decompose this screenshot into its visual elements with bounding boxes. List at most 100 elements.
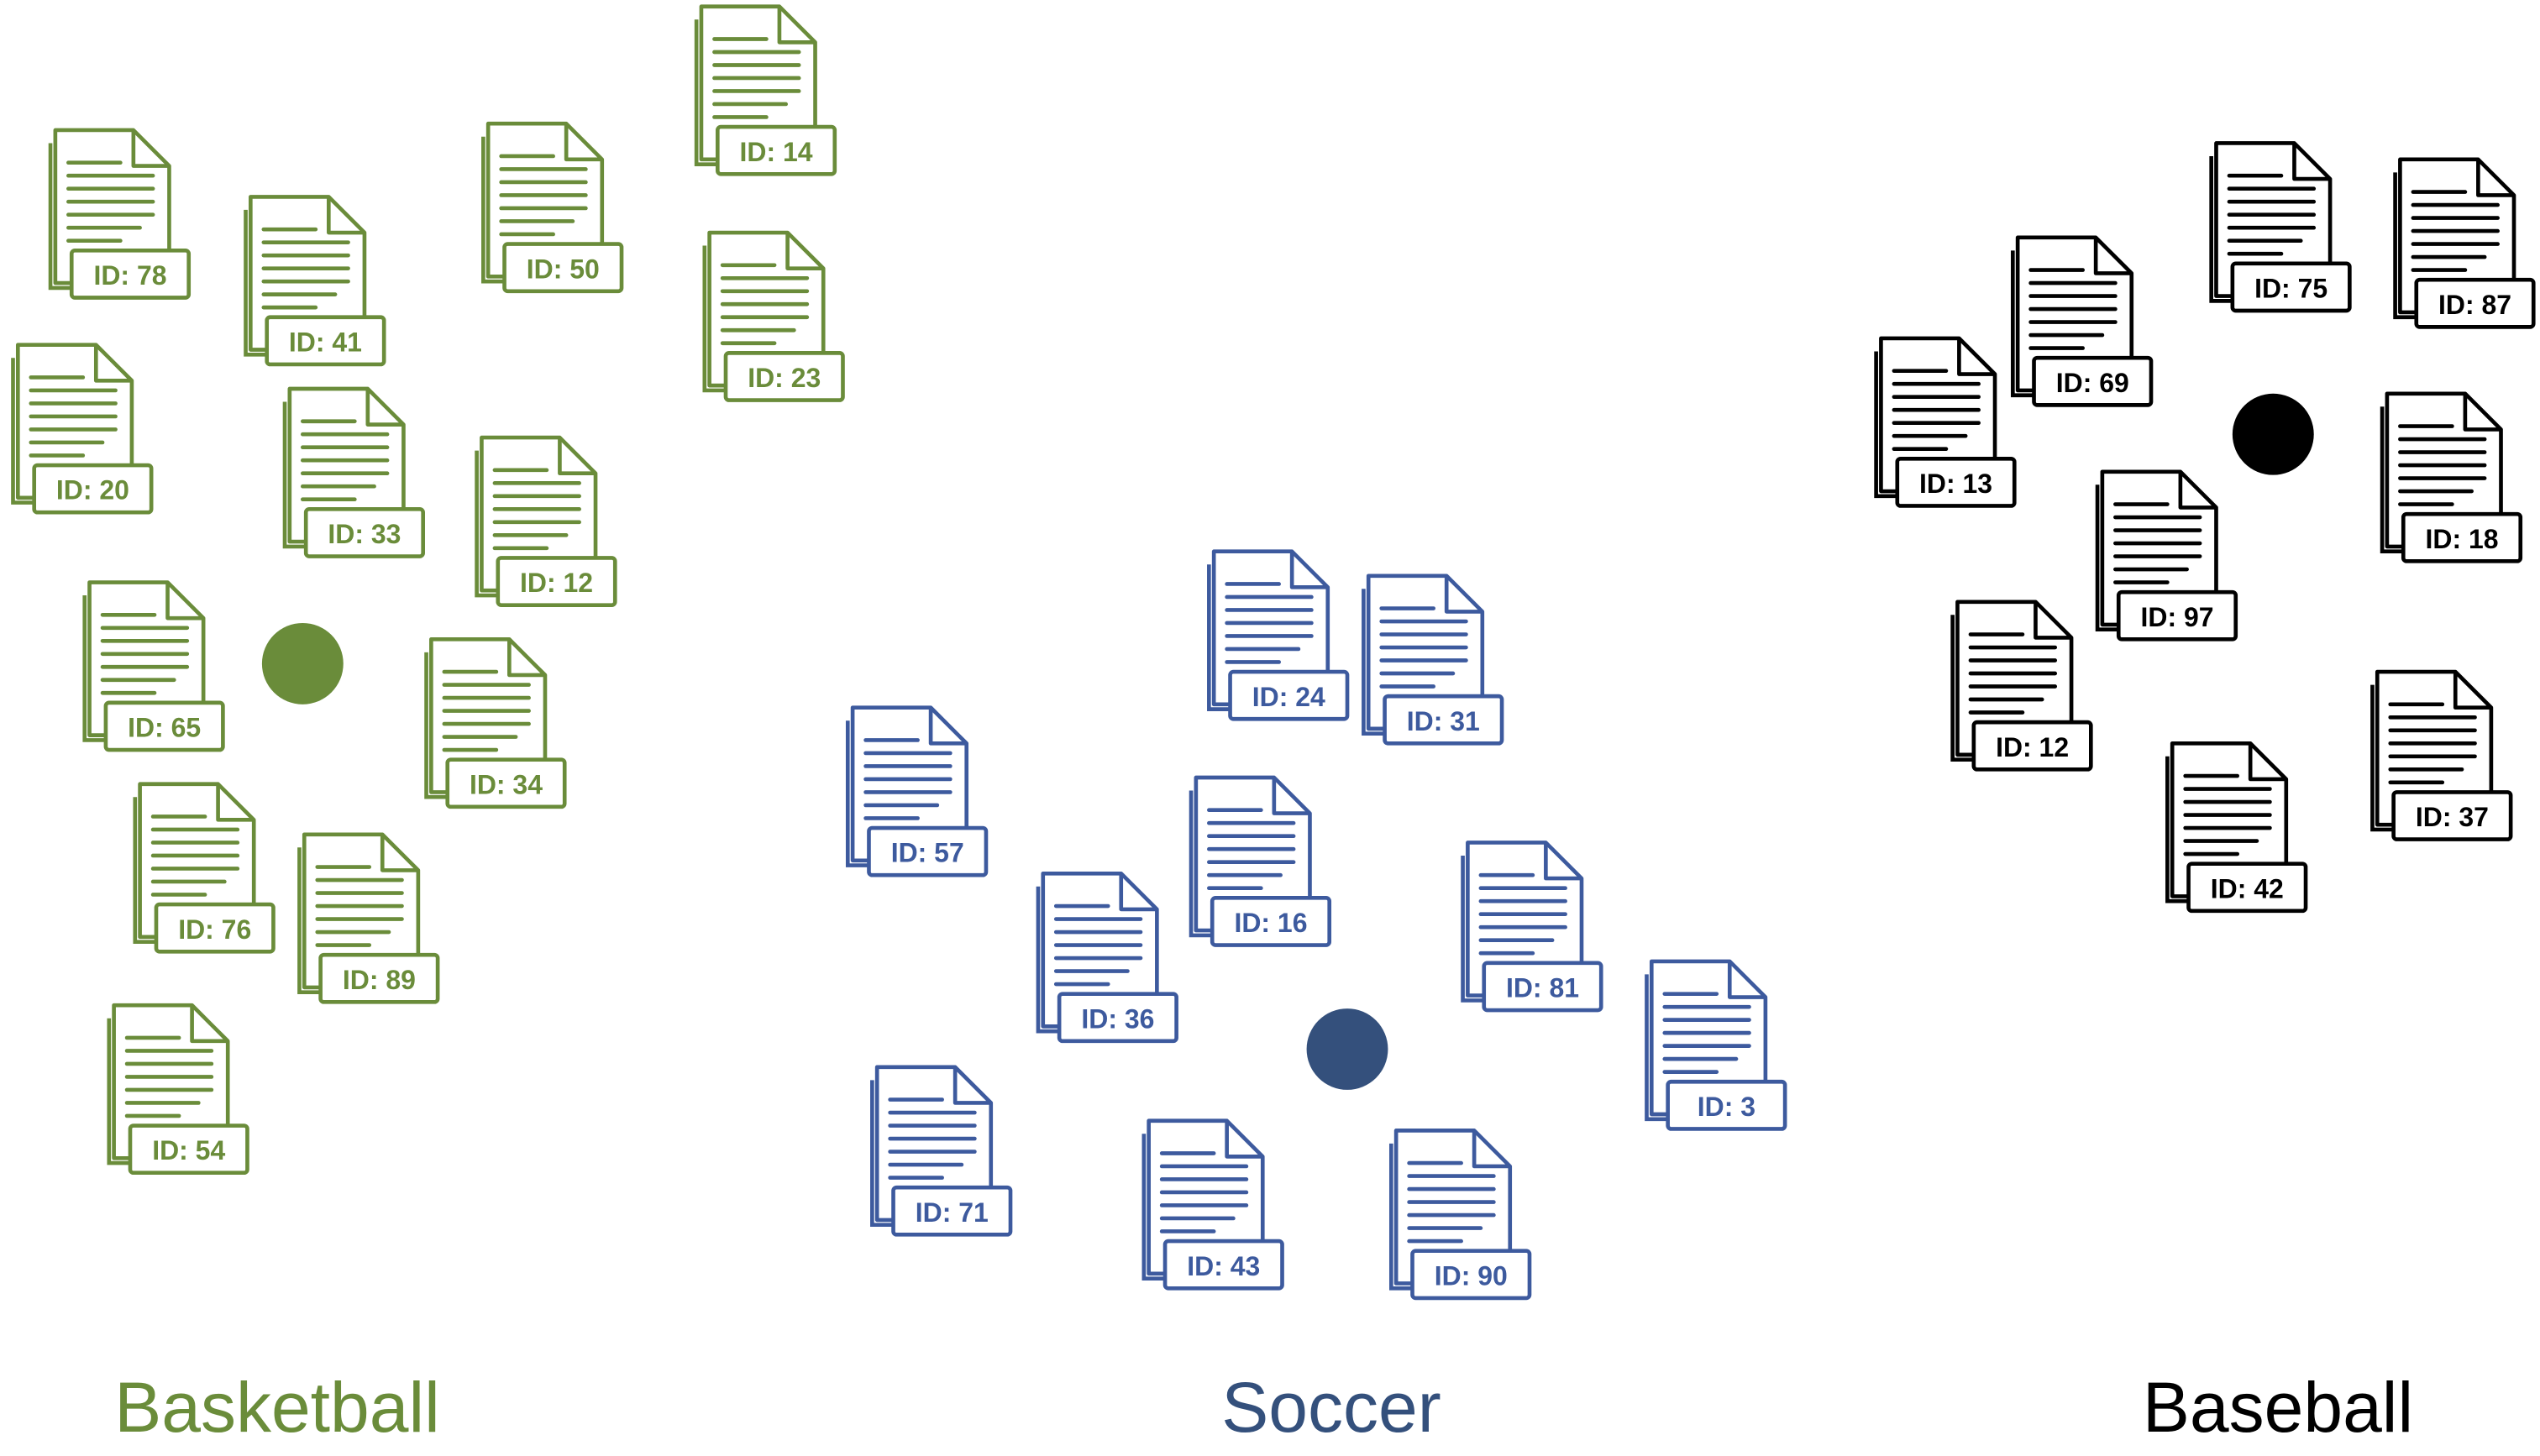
page-shadow [1950, 615, 1974, 762]
document-id-label: ID: 78 [93, 260, 166, 291]
page-shadow [1461, 855, 1484, 1003]
page-outline [1466, 841, 1584, 998]
document-id-label: ID: 90 [1435, 1260, 1508, 1291]
page-fold [2093, 237, 2132, 275]
document-icon: ID: 31 [1362, 573, 1504, 746]
document-id-label: ID: 23 [748, 363, 821, 393]
page-outline [429, 637, 548, 794]
id-label-box [1895, 456, 2017, 508]
page-shadow [2095, 484, 2119, 632]
document-id-label: ID: 18 [2426, 524, 2499, 554]
document-icon: ID: 75 [2209, 141, 2352, 313]
document-id-label: ID: 54 [152, 1135, 225, 1165]
id-label-box [2032, 355, 2154, 407]
page-outline [1211, 549, 1330, 707]
page-outline [1041, 871, 1159, 1029]
document-icon: ID: 78 [48, 128, 192, 300]
document-icon: ID: 90 [1388, 1129, 1532, 1301]
id-label-box [723, 351, 845, 402]
document-icon: ID: 36 [1036, 871, 1178, 1044]
document-icon: ID: 12 [1950, 600, 2093, 772]
id-label-box [891, 1185, 1013, 1237]
id-label-box [1410, 1249, 1532, 1301]
centroid-dot-basketball [261, 622, 344, 704]
page-fold [190, 1005, 228, 1044]
document-id-label: ID: 37 [2416, 802, 2489, 832]
page-shadow [1036, 886, 1060, 1034]
page-outline [2385, 391, 2503, 549]
page-outline [1879, 336, 1997, 494]
page-shadow [2370, 684, 2394, 832]
page-fold [216, 783, 255, 822]
document-id-label: ID: 65 [128, 713, 201, 743]
page-fold [365, 388, 404, 427]
document-id-label: ID: 12 [520, 568, 593, 598]
document-id-label: ID: 3 [1698, 1092, 1755, 1122]
page-fold [1472, 1130, 1510, 1169]
page-fold [2453, 672, 2491, 710]
page-fold [1272, 777, 1310, 815]
page-shadow [424, 652, 448, 799]
id-label-box [1210, 896, 1332, 947]
document-id-label: ID: 12 [1996, 732, 2069, 762]
id-label-box [303, 507, 426, 558]
id-label-box [715, 124, 837, 176]
document-icon: ID: 43 [1141, 1118, 1284, 1291]
page-fold [380, 834, 418, 872]
page-outline [2015, 235, 2134, 393]
id-label-box [2401, 511, 2523, 563]
page-fold [1119, 873, 1157, 912]
document-icon: ID: 23 [702, 230, 845, 402]
cluster-titles-layer: Basketball Soccer Baseball [114, 1368, 2413, 1447]
document-icon: ID: 14 [694, 4, 837, 176]
page-shadow [1645, 974, 1668, 1122]
page-fold [1957, 338, 1996, 376]
document-id-label: ID: 75 [2254, 274, 2327, 304]
document-icon: ID: 71 [870, 1065, 1013, 1237]
id-label-box [1228, 669, 1350, 721]
document-id-label: ID: 36 [1081, 1003, 1154, 1034]
id-label-box [2186, 862, 2308, 914]
id-label-box [1162, 1239, 1284, 1291]
id-label-box [103, 700, 225, 752]
document-id-label: ID: 43 [1187, 1251, 1260, 1281]
page-fold [131, 129, 170, 168]
document-icon: ID: 76 [133, 782, 276, 954]
document-id-label: ID: 24 [1252, 682, 1325, 712]
page-shadow [481, 136, 505, 284]
document-id-label: ID: 97 [2140, 602, 2213, 632]
page-outline [87, 580, 206, 737]
page-fold [785, 233, 824, 270]
page-fold [1444, 575, 1483, 614]
page-outline [287, 386, 406, 544]
page-shadow [694, 19, 718, 166]
document-icon: ID: 33 [282, 386, 426, 558]
document-icon: ID: 12 [475, 435, 617, 607]
document-id-label: ID: 57 [891, 838, 964, 868]
page-fold [564, 123, 602, 162]
page-outline [2100, 469, 2218, 627]
page-outline [2375, 669, 2494, 827]
id-label-box [1482, 961, 1603, 1013]
document-id-label: ID: 76 [178, 914, 251, 945]
page-fold [2178, 471, 2217, 510]
page-outline [249, 195, 367, 352]
page-outline [53, 128, 171, 285]
page-fold [2476, 159, 2514, 197]
page-fold [777, 6, 816, 45]
id-label-box [1666, 1079, 1787, 1131]
document-id-label: ID: 20 [56, 475, 129, 505]
page-shadow [475, 450, 498, 598]
document-icon: ID: 3 [1645, 959, 1787, 1131]
page-outline [699, 4, 817, 162]
page-shadow [702, 245, 726, 393]
cluster-title-basketball: Basketball [114, 1368, 440, 1447]
page-shadow [2380, 406, 2404, 554]
page-shadow [1141, 1134, 1166, 1281]
document-icon: ID: 24 [1207, 549, 1350, 721]
page-fold [928, 707, 967, 746]
page-shadow [870, 1080, 894, 1228]
document-id-label: ID: 81 [1506, 973, 1579, 1003]
page-fold [2034, 601, 2072, 640]
document-icon: ID: 87 [2393, 157, 2536, 329]
